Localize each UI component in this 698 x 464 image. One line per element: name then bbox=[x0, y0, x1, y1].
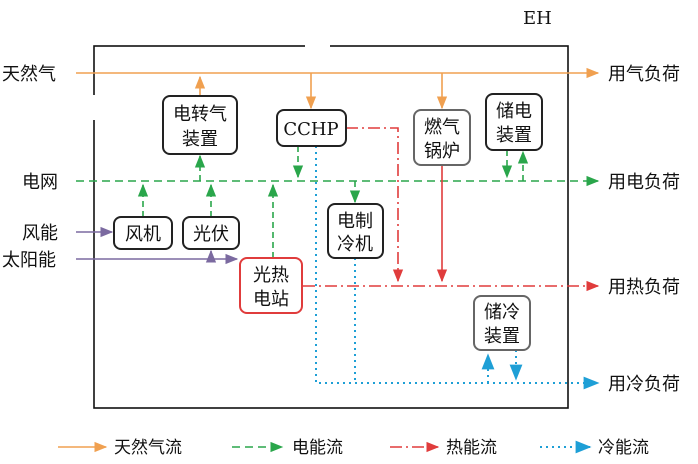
csp-label-line1: 光热 bbox=[253, 265, 289, 286]
electric-chiller-device: 电制 冷机 bbox=[327, 203, 384, 259]
electric-storage-device: 储电 装置 bbox=[485, 93, 543, 151]
input-grid-label: 电网 bbox=[22, 172, 58, 193]
csp-station-device: 光热 电站 bbox=[239, 257, 303, 314]
gas-boiler-device: 燃气 锅炉 bbox=[413, 109, 471, 166]
legend-gas-label: 天然气流 bbox=[114, 438, 182, 458]
input-gas-label: 天然气 bbox=[2, 64, 56, 85]
load-gas-label: 用气负荷 bbox=[608, 64, 680, 85]
load-cold-label: 用冷负荷 bbox=[608, 374, 680, 395]
legend-heat-label: 热能流 bbox=[446, 438, 497, 458]
boiler-label-line2: 锅炉 bbox=[424, 141, 460, 162]
boiler-label-line1: 燃气 bbox=[424, 117, 460, 138]
cold-storage-device: 储冷 装置 bbox=[473, 295, 531, 351]
eh-boundary bbox=[93, 45, 569, 409]
legend-cold-label: 冷能流 bbox=[598, 438, 649, 458]
p2g-device: 电转气 装置 bbox=[162, 95, 238, 155]
legend-elec-label: 电能流 bbox=[292, 438, 343, 458]
p2g-label-line1: 电转气 bbox=[173, 104, 227, 125]
input-wind-label: 风能 bbox=[22, 223, 58, 244]
ees-label-line1: 储电 bbox=[496, 101, 532, 122]
pv-device: 光伏 bbox=[182, 216, 240, 250]
ces-label-line2: 装置 bbox=[484, 326, 520, 347]
ces-label-line1: 储冷 bbox=[484, 302, 520, 323]
p2g-label-line2: 装置 bbox=[182, 129, 218, 150]
wt-label: 风机 bbox=[125, 224, 161, 245]
cchp-label: CCHP bbox=[283, 119, 338, 140]
csp-label-line2: 电站 bbox=[253, 289, 289, 310]
pv-label: 光伏 bbox=[193, 224, 229, 245]
legend: 天然气流 电能流 热能流 冷能流 bbox=[58, 438, 649, 458]
chiller-label-line1: 电制 bbox=[337, 211, 373, 232]
ees-label-line2: 装置 bbox=[496, 125, 532, 146]
wind-turbine-device: 风机 bbox=[113, 216, 173, 250]
cchp-to-heat bbox=[346, 127, 404, 283]
cchp-to-cold bbox=[315, 146, 600, 390]
chiller-label-line2: 冷机 bbox=[337, 234, 373, 255]
load-heat-label: 用热负荷 bbox=[608, 277, 680, 298]
cchp-device: CCHP bbox=[276, 109, 347, 147]
load-elec-label: 用电负荷 bbox=[608, 172, 680, 193]
eh-label: EH bbox=[523, 8, 552, 29]
input-solar-label: 太阳能 bbox=[2, 250, 56, 271]
